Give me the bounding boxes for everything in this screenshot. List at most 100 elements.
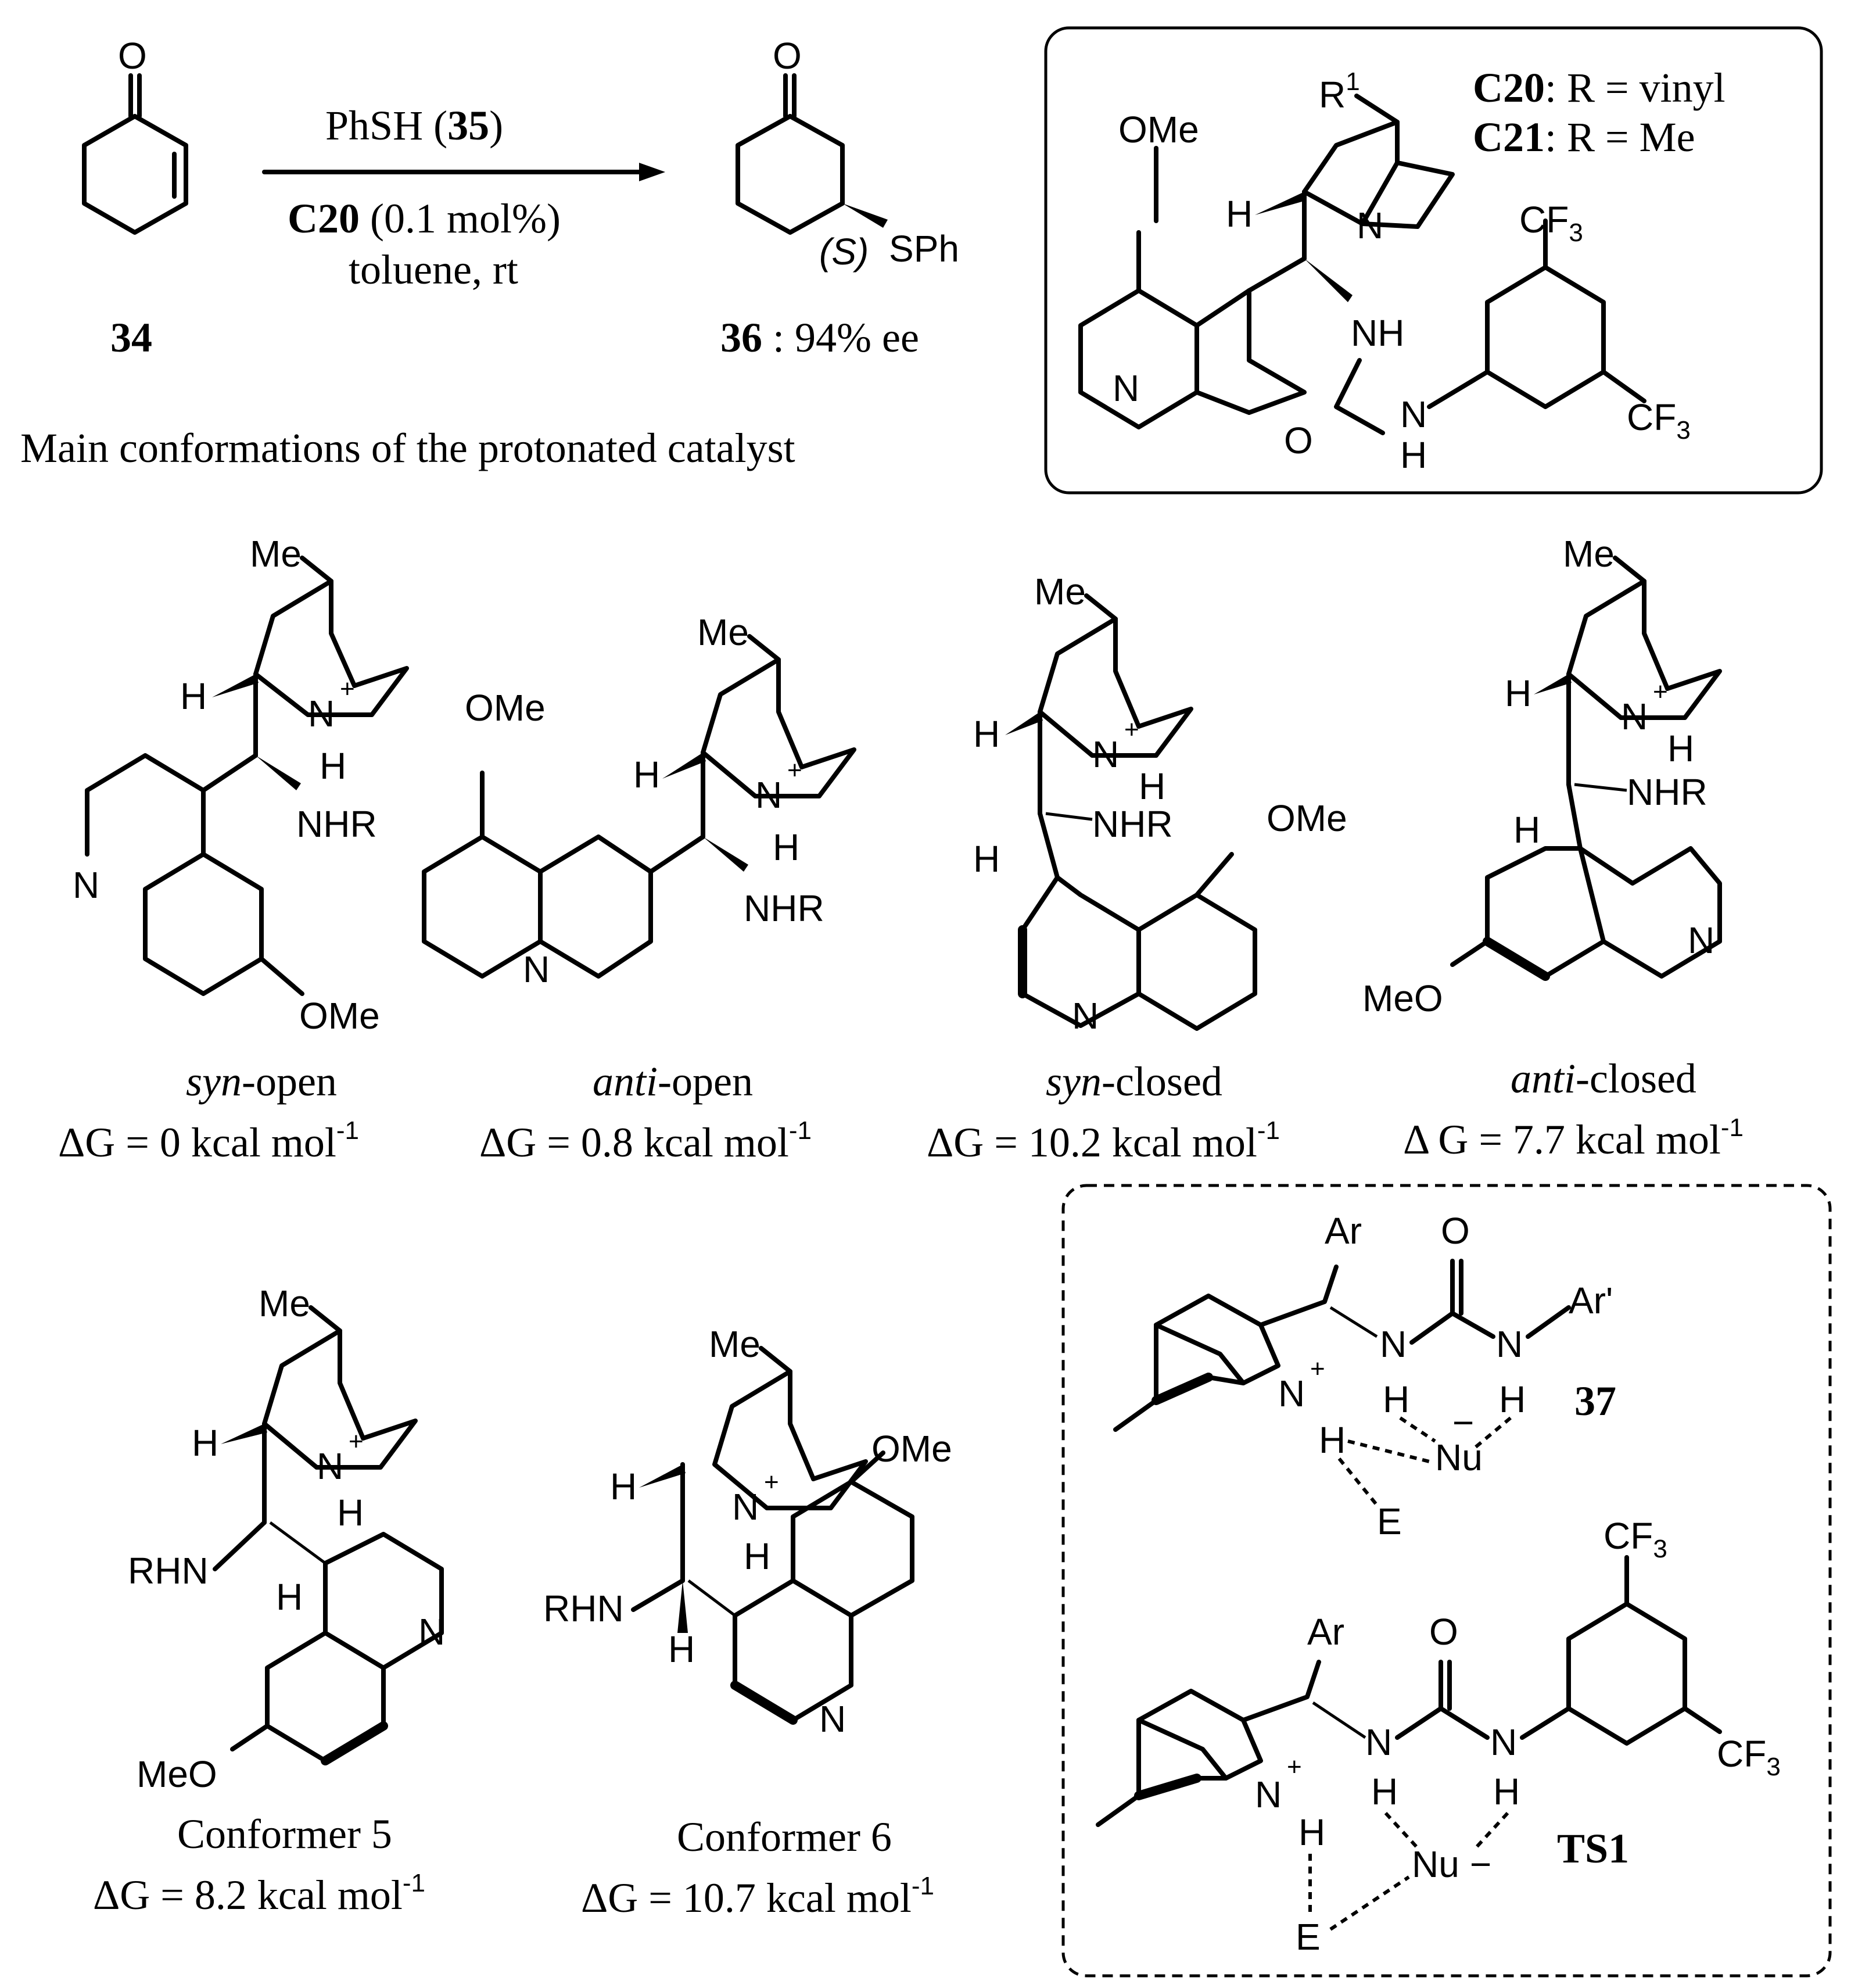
svg-text:C20: R = vinyl: C20: R = vinyl bbox=[1473, 65, 1726, 111]
conformer-energy: ΔG = 0 kcal mol bbox=[58, 1119, 336, 1166]
urea-n-1: N bbox=[1380, 1323, 1407, 1365]
catalyst-label: C20 bbox=[288, 195, 360, 242]
stereo-descriptor: (S) bbox=[819, 231, 869, 273]
quinoline-n: N bbox=[1688, 919, 1714, 961]
aryl-prime-label: Ar' bbox=[1569, 1280, 1613, 1321]
stereo-h: H bbox=[610, 1466, 637, 1507]
electrophile-label: E bbox=[1377, 1500, 1402, 1542]
substrate-34: O 34 bbox=[82, 35, 188, 361]
urea-o: O bbox=[1441, 1210, 1470, 1252]
ammonium-n: N bbox=[317, 1445, 343, 1487]
svg-text:C20 (0.1 mol%): C20 (0.1 mol%) bbox=[288, 195, 561, 242]
conformer-name: -open bbox=[658, 1058, 753, 1105]
urea-nh: N bbox=[1400, 393, 1427, 435]
conformer-name-italic: anti bbox=[1511, 1055, 1576, 1102]
reagent-label: PhSH bbox=[325, 102, 423, 149]
ammonium-h: H bbox=[744, 1535, 770, 1577]
reaction-arrow: PhSH (35) C20 (0.1 mol%) toluene, rt bbox=[262, 102, 665, 293]
aryl-label: Ar bbox=[1307, 1611, 1344, 1653]
urea-h-1: H bbox=[1383, 1378, 1409, 1420]
urea-h-2: H bbox=[1499, 1378, 1526, 1420]
quinoline-n: N bbox=[1072, 995, 1099, 1037]
conformer-5: Me N + H H RHN H N MeO Conformer 5 ΔG = … bbox=[93, 1283, 445, 1918]
urea-o: O bbox=[1284, 420, 1313, 461]
catalyst-loading: (0.1 mol%) bbox=[370, 195, 561, 242]
svg-text:ΔG = 8.2 kcal mol-1: ΔG = 8.2 kcal mol-1 bbox=[93, 1869, 425, 1918]
ammonium-charge: + bbox=[1310, 1355, 1325, 1383]
methoxy-label: OMe bbox=[871, 1428, 952, 1470]
amine-label: RHN bbox=[128, 1550, 209, 1592]
cf3-top: CF bbox=[1604, 1515, 1653, 1557]
methyl-label: Me bbox=[697, 611, 749, 653]
quinoline-n: N bbox=[73, 864, 99, 906]
svg-text:C21: R = Me: C21: R = Me bbox=[1473, 114, 1695, 160]
nucleophile-charge: − bbox=[1452, 1402, 1474, 1443]
conformer-name: -closed bbox=[1102, 1058, 1222, 1105]
stereo-h: H bbox=[192, 1422, 218, 1464]
ammonium-n: N bbox=[1255, 1774, 1282, 1815]
svg-text:anti-open: anti-open bbox=[593, 1058, 753, 1105]
cf3-top: CF bbox=[1519, 199, 1569, 241]
reagent-number: 35 bbox=[447, 102, 489, 149]
quinuclidine-n: N bbox=[1357, 205, 1383, 246]
methyl-label: Me bbox=[709, 1323, 761, 1365]
methyl-label: Me bbox=[1563, 533, 1615, 575]
conformer-name-italic: anti bbox=[593, 1058, 658, 1105]
conformer-energy: ΔG = 10.7 kcal mol bbox=[581, 1875, 912, 1921]
carbonyl-o: O bbox=[118, 35, 147, 77]
product-36: O SPh (S) 36 : 94% ee bbox=[720, 35, 959, 361]
ts1-label: TS1 bbox=[1557, 1825, 1629, 1872]
methoxy-label: OMe bbox=[1267, 797, 1347, 839]
svg-text:CF3: CF3 bbox=[1604, 1515, 1667, 1563]
stereo-h: H bbox=[633, 754, 660, 796]
ammonium-n: N bbox=[308, 693, 335, 735]
ammonium-charge: + bbox=[349, 1427, 364, 1456]
svg-text:CF3: CF3 bbox=[1519, 199, 1583, 247]
conformer-name: Conformer 6 bbox=[677, 1814, 892, 1860]
bridging-h: H bbox=[1298, 1811, 1325, 1853]
methyl-label: Me bbox=[1034, 571, 1086, 612]
stereo-h-2: H bbox=[668, 1628, 695, 1670]
stereo-h: H bbox=[1226, 193, 1253, 235]
conformer-6: Me N + H H RHN H OMe N Conformer 6 ΔG = … bbox=[543, 1323, 952, 1921]
amine-label: NHR bbox=[1627, 771, 1707, 813]
ammonium-h: H bbox=[1667, 728, 1694, 769]
svg-text:syn-closed: syn-closed bbox=[1046, 1058, 1222, 1105]
quinoline-n: N bbox=[1113, 367, 1139, 409]
ammonium-charge: + bbox=[1124, 715, 1139, 744]
ammonium-n: N bbox=[1621, 696, 1648, 737]
section-title: Main conformations of the protonated cat… bbox=[20, 425, 795, 471]
methoxy-label: OMe bbox=[1118, 109, 1199, 151]
r1-label: R bbox=[1319, 74, 1346, 116]
ammonium-n: N bbox=[732, 1486, 759, 1528]
urea-n-2: N bbox=[1496, 1323, 1523, 1365]
svg-text:R1: R1 bbox=[1319, 67, 1360, 116]
svg-text:syn-open: syn-open bbox=[186, 1058, 337, 1105]
ammonium-h: H bbox=[337, 1492, 364, 1534]
nucleophile-label: Nu bbox=[1412, 1843, 1459, 1885]
conformer-syn-closed: Me N + H H NHR H OMe N syn-closed ΔG = 1… bbox=[927, 571, 1347, 1166]
compound-34-label: 34 bbox=[110, 314, 152, 361]
stereo-h: H bbox=[180, 675, 207, 717]
ammonium-charge: + bbox=[1653, 678, 1668, 706]
cf3-right: CF bbox=[1717, 1733, 1766, 1775]
conditions-label: toluene, rt bbox=[349, 246, 518, 293]
conformer-energy: ΔG = 8.2 kcal mol bbox=[93, 1872, 403, 1918]
conformer-energy: Δ G = 7.7 kcal mol bbox=[1403, 1116, 1721, 1163]
conformer-name: Conformer 5 bbox=[177, 1811, 392, 1857]
c20-definition: : R = vinyl bbox=[1545, 65, 1726, 111]
conformer-anti-closed: Me N + H H NHR H MeO N anti-closed Δ G =… bbox=[1362, 533, 1744, 1163]
urea-h-1: H bbox=[1371, 1771, 1398, 1813]
urea-n-1: N bbox=[1365, 1721, 1392, 1763]
conformer-name-italic: syn bbox=[186, 1058, 242, 1105]
methoxy-label: OMe bbox=[465, 687, 546, 729]
amine-label: NHR bbox=[1092, 803, 1173, 845]
ee-value: : 94% ee bbox=[773, 314, 919, 361]
conformer-name-italic: syn bbox=[1046, 1058, 1102, 1105]
electrophile-label: E bbox=[1296, 1916, 1321, 1958]
svg-text:CF3: CF3 bbox=[1717, 1733, 1781, 1781]
ammonium-h: H bbox=[1139, 765, 1165, 807]
ammonium-n: N bbox=[1278, 1373, 1305, 1414]
svg-text:ΔG = 10.2 kcal mol-1: ΔG = 10.2 kcal mol-1 bbox=[927, 1116, 1280, 1166]
stereo-h: H bbox=[1505, 672, 1531, 714]
